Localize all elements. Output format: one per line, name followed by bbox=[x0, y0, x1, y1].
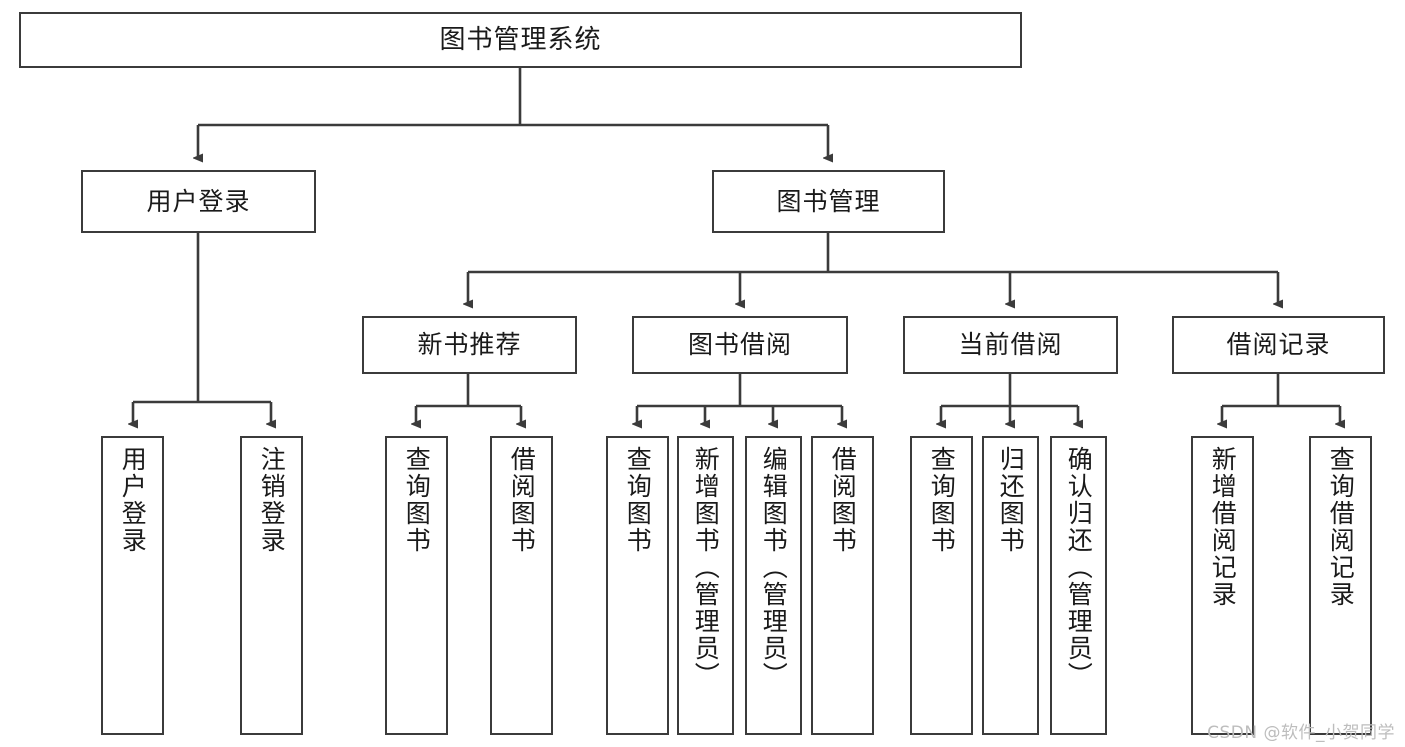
node-borrow-record-label: 借阅记录 bbox=[1226, 330, 1331, 360]
leaf-query-record[interactable]: 查询借阅记录 bbox=[1309, 436, 1372, 735]
leaf-query-book-3[interactable]: 查询图书 bbox=[910, 436, 973, 735]
leaf-edit-book[interactable]: 编辑图书（管理员） bbox=[745, 436, 802, 735]
leaf-query-book-2-label: 查询图书 bbox=[623, 446, 653, 554]
leaf-add-book[interactable]: 新增图书（管理员） bbox=[677, 436, 734, 735]
leaf-add-record-label: 新增借阅记录 bbox=[1208, 446, 1238, 608]
leaf-user-login-label: 用户登录 bbox=[118, 446, 148, 554]
leaf-return-book-label: 归还图书 bbox=[996, 446, 1026, 554]
node-root-label: 图书管理系统 bbox=[439, 24, 602, 55]
leaf-logout[interactable]: 注销登录 bbox=[240, 436, 303, 735]
node-root[interactable]: 图书管理系统 bbox=[19, 12, 1022, 68]
leaf-query-record-label: 查询借阅记录 bbox=[1326, 446, 1356, 608]
node-book-manage[interactable]: 图书管理 bbox=[712, 170, 945, 233]
leaf-confirm-return[interactable]: 确认归还（管理员） bbox=[1050, 436, 1107, 735]
node-book-borrow[interactable]: 图书借阅 bbox=[632, 316, 848, 374]
leaf-user-login[interactable]: 用户登录 bbox=[101, 436, 164, 735]
node-new-book-rec[interactable]: 新书推荐 bbox=[362, 316, 577, 374]
watermark: CSDN @软件_小贺同学 bbox=[1207, 723, 1395, 743]
leaf-query-book-1[interactable]: 查询图书 bbox=[385, 436, 448, 735]
node-book-manage-label: 图书管理 bbox=[776, 186, 881, 216]
node-current-borrow-label: 当前借阅 bbox=[958, 330, 1063, 360]
node-user-login-label: 用户登录 bbox=[146, 186, 251, 216]
node-current-borrow[interactable]: 当前借阅 bbox=[903, 316, 1118, 374]
node-borrow-record[interactable]: 借阅记录 bbox=[1172, 316, 1385, 374]
leaf-confirm-return-label: 确认归还（管理员） bbox=[1064, 446, 1094, 689]
leaf-query-book-1-label: 查询图书 bbox=[402, 446, 432, 554]
leaf-borrow-book-2[interactable]: 借阅图书 bbox=[811, 436, 874, 735]
leaf-return-book[interactable]: 归还图书 bbox=[982, 436, 1039, 735]
leaf-edit-book-label: 编辑图书（管理员） bbox=[759, 446, 789, 689]
leaf-add-book-label: 新增图书（管理员） bbox=[691, 446, 721, 689]
leaf-logout-label: 注销登录 bbox=[257, 446, 287, 554]
leaf-borrow-book-1[interactable]: 借阅图书 bbox=[490, 436, 553, 735]
node-new-book-rec-label: 新书推荐 bbox=[417, 330, 522, 360]
leaf-query-book-3-label: 查询图书 bbox=[927, 446, 957, 554]
leaf-query-book-2[interactable]: 查询图书 bbox=[606, 436, 669, 735]
leaf-add-record[interactable]: 新增借阅记录 bbox=[1191, 436, 1254, 735]
node-user-login[interactable]: 用户登录 bbox=[81, 170, 316, 233]
leaf-borrow-book-2-label: 借阅图书 bbox=[828, 446, 858, 554]
node-book-borrow-label: 图书借阅 bbox=[687, 330, 792, 360]
leaf-borrow-book-1-label: 借阅图书 bbox=[507, 446, 537, 554]
